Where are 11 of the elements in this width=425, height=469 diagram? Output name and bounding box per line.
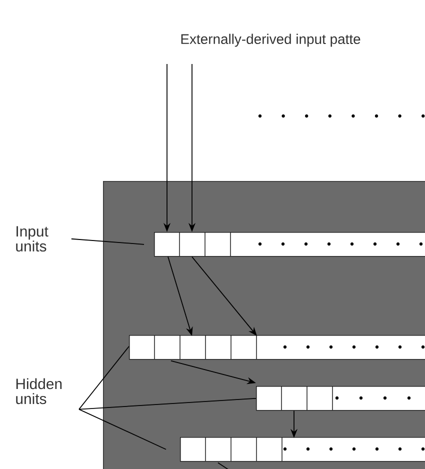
unit-row [180,436,425,462]
leader-line [78,398,256,410]
unit-label: Hidden units [16,378,62,404]
unit-row [154,232,425,257]
leader-line [78,346,130,410]
unit-row [129,334,425,360]
heading: Externally-derived input patte [181,34,360,47]
leader-line [70,238,144,245]
leader-line [78,408,166,450]
unit-label: Input units [16,226,48,252]
unit-row [256,386,425,411]
